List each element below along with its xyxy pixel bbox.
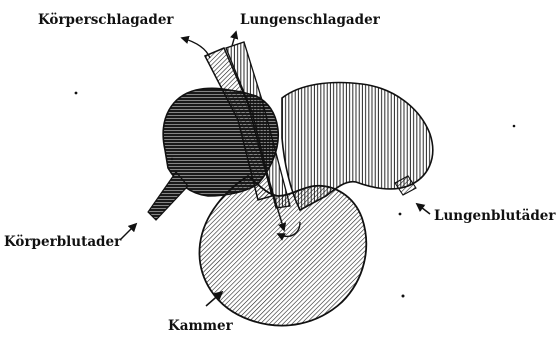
label-pulmonary-artery: Lungenschlagader xyxy=(240,12,381,28)
body-vein xyxy=(148,172,188,220)
stray-dot xyxy=(75,92,78,95)
label-body-artery: Körperschlagader xyxy=(38,12,174,28)
pulmonary-vein-pointer xyxy=(417,204,430,214)
pulmonary-outflow-arrow xyxy=(232,32,236,46)
stray-dot xyxy=(399,213,402,216)
label-pulmonary-veins: Lungenblutäder xyxy=(434,208,556,224)
stray-dot xyxy=(402,295,405,298)
label-body-veins: Körperblutader xyxy=(4,234,122,250)
stray-dot xyxy=(171,158,173,160)
label-ventricle: Kammer xyxy=(168,318,234,334)
body-vein-pointer xyxy=(120,224,136,240)
stray-dot xyxy=(513,125,516,128)
